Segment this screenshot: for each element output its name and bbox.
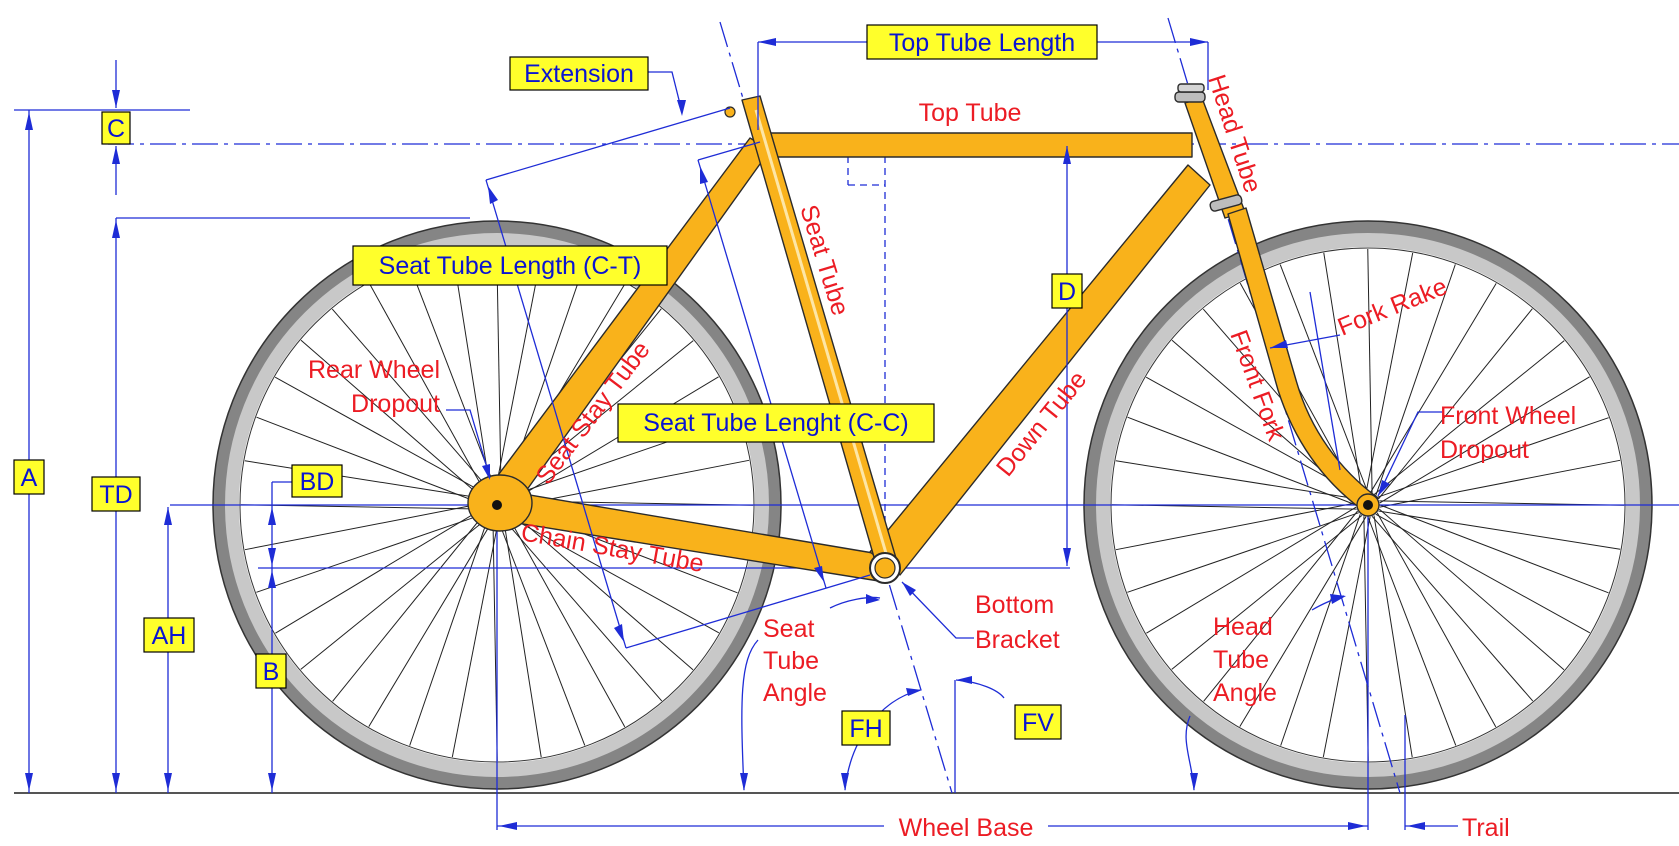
- spoke: [409, 514, 490, 746]
- part-head-tube-angle-line3: Angle: [1213, 679, 1277, 707]
- spoke: [368, 282, 489, 498]
- spoke: [1127, 416, 1357, 506]
- spoke: [1378, 308, 1533, 500]
- spoke: [1379, 504, 1609, 594]
- spoke: [1367, 248, 1373, 494]
- svg-text:Extension: Extension: [524, 60, 634, 88]
- label-td: TD: [91, 476, 141, 512]
- spoke: [332, 510, 487, 702]
- svg-text:Seat Tube Lenght (C-C): Seat Tube Lenght (C-C): [643, 409, 908, 437]
- svg-text:FV: FV: [1022, 709, 1054, 737]
- spoke: [275, 506, 486, 634]
- part-front-wheel-dropout-line2: Dropout: [1440, 436, 1529, 464]
- part-head-tube-angle-line1: Head: [1213, 613, 1273, 641]
- spoke: [1365, 252, 1414, 494]
- spoke: [1115, 460, 1358, 500]
- spoke: [502, 515, 542, 758]
- label-c: C: [101, 111, 131, 145]
- svg-text:Wheel Base: Wheel Base: [899, 814, 1034, 842]
- part-seat-tube-angle-line2: Tube: [763, 647, 819, 675]
- spoke: [500, 515, 663, 702]
- svg-text:TD: TD: [99, 481, 132, 509]
- spoke: [1377, 417, 1609, 498]
- spoke: [507, 508, 694, 671]
- spoke: [1323, 252, 1363, 495]
- spoke: [408, 264, 498, 494]
- label-extension: Extension: [509, 56, 649, 91]
- svg-text:Top Tube Length: Top Tube Length: [889, 29, 1075, 57]
- svg-text:B: B: [263, 658, 280, 686]
- spoke: [1280, 514, 1361, 746]
- label-bd: BD: [291, 464, 343, 498]
- spoke: [1379, 459, 1621, 508]
- part-trail: Trail: [1462, 814, 1510, 842]
- label-ah: AH: [143, 617, 195, 653]
- spoke: [300, 515, 492, 670]
- spoke: [368, 516, 496, 727]
- spoke: [244, 502, 486, 551]
- spoke: [1146, 506, 1357, 634]
- spoke: [1379, 376, 1590, 504]
- spoke: [256, 512, 488, 593]
- part-top-tube: Top Tube: [919, 99, 1022, 127]
- label-seat-tube-length-cc: Seat Tube Lenght (C-C): [617, 403, 935, 443]
- spoke: [505, 512, 626, 728]
- spoke: [1373, 340, 1565, 495]
- spoke: [300, 339, 487, 502]
- spoke: [494, 252, 543, 494]
- spoke: [504, 513, 720, 634]
- spoke: [1127, 512, 1359, 593]
- part-seat-tube-angle-line3: Angle: [763, 679, 827, 707]
- label-d: D: [1051, 273, 1083, 309]
- label-b: B: [255, 653, 287, 689]
- part-bottom-bracket-line2: Bracket: [975, 626, 1060, 654]
- label-a: A: [13, 459, 45, 495]
- spoke: [1375, 513, 1591, 634]
- svg-text:Seat Tube Length (C-T): Seat Tube Length (C-T): [379, 252, 642, 280]
- label-top-tube-length: Top Tube Length: [866, 24, 1098, 60]
- part-bottom-bracket-line1: Bottom: [975, 591, 1054, 619]
- spoke: [1375, 264, 1456, 496]
- spoke: [508, 376, 719, 504]
- bicycle-frame: [467, 83, 1380, 584]
- spoke: [1378, 508, 1565, 671]
- part-front-wheel-dropout-line1: Front Wheel: [1440, 402, 1576, 430]
- spoke: [451, 516, 500, 758]
- label-wheel-base: Wheel Base: [884, 812, 1048, 842]
- label-seat-tube-length-ct: Seat Tube Length (C-T): [352, 245, 668, 286]
- spoke: [1171, 515, 1363, 670]
- label-fh: FH: [841, 710, 891, 746]
- spoke: [244, 460, 487, 500]
- spoke: [1239, 516, 1367, 727]
- spoke: [1373, 515, 1413, 758]
- label-fv: FV: [1014, 704, 1062, 740]
- svg-text:AH: AH: [152, 622, 187, 650]
- spoke: [1376, 512, 1497, 728]
- part-rear-wheel-dropout-line2: Dropout: [351, 390, 440, 418]
- spoke: [452, 252, 492, 495]
- part-seat-tube-angle-line1: Seat: [763, 615, 814, 643]
- svg-text:FH: FH: [849, 715, 882, 743]
- spoke: [496, 248, 502, 494]
- part-rear-wheel-dropout-line1: Rear Wheel: [308, 356, 440, 384]
- spoke: [496, 516, 586, 746]
- spoke: [1322, 516, 1371, 758]
- svg-text:A: A: [21, 464, 38, 492]
- spoke: [1378, 510, 1621, 550]
- spoke: [274, 376, 490, 497]
- spoke: [256, 416, 486, 506]
- spoke: [331, 308, 494, 495]
- spoke: [1371, 515, 1534, 702]
- spoke: [1203, 510, 1358, 702]
- spoke: [1369, 283, 1497, 494]
- spoke: [1367, 516, 1457, 746]
- svg-text:D: D: [1058, 278, 1076, 306]
- part-head-tube-angle-line2: Tube: [1213, 646, 1269, 674]
- svg-text:BD: BD: [300, 468, 335, 496]
- svg-text:C: C: [107, 115, 125, 143]
